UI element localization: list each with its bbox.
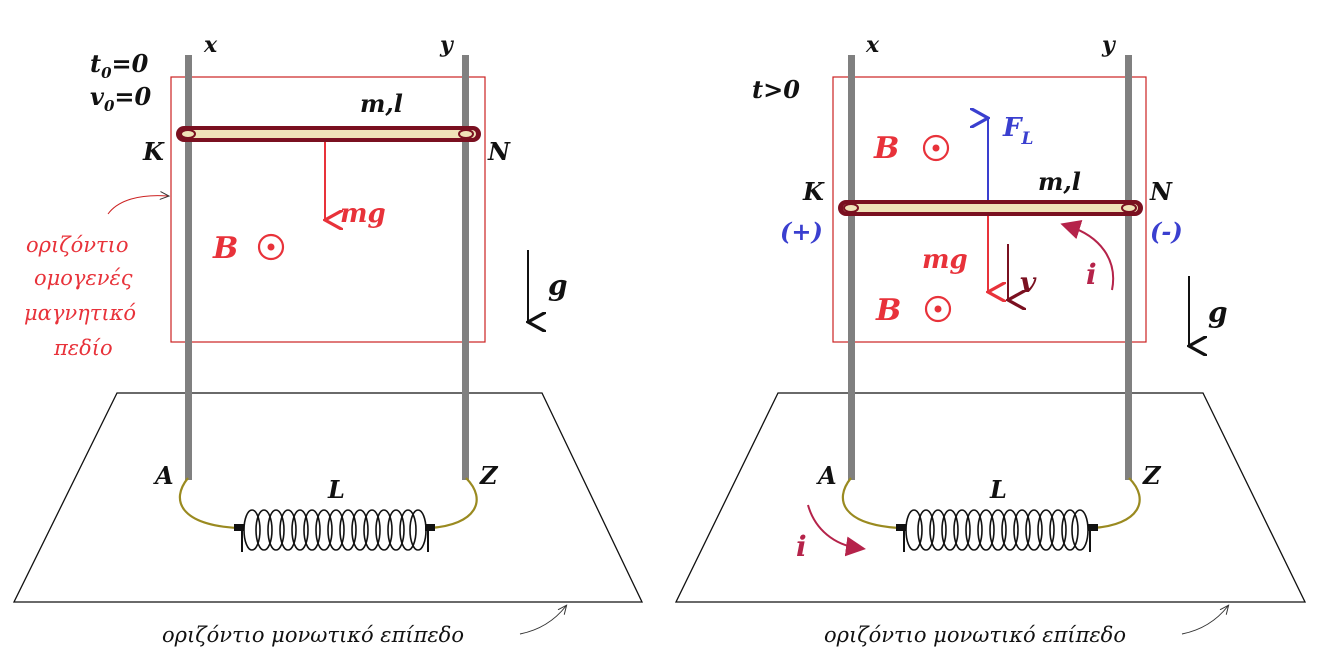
plane-note: οριζόντιο μονωτικό επίπεδο bbox=[824, 623, 1126, 647]
left-diagram: x y t0=0 v0=0 m,l K N mg B g A Z L οριζό… bbox=[12, 32, 644, 647]
label-B-bottom: B bbox=[875, 293, 901, 328]
label-B-top: B bbox=[873, 131, 899, 166]
label-K: K bbox=[142, 137, 165, 166]
label-y: y bbox=[439, 32, 455, 58]
label-g: g bbox=[548, 269, 568, 302]
label-y: y bbox=[1101, 32, 1117, 58]
rod-KN bbox=[838, 200, 1143, 216]
rail-y bbox=[1125, 55, 1132, 480]
rail-y bbox=[462, 55, 469, 480]
label-ml: m,l bbox=[360, 89, 403, 118]
label-K: K bbox=[802, 177, 825, 206]
label-g: g bbox=[1208, 296, 1228, 329]
insulating-plane bbox=[12, 392, 644, 603]
label-FL: FL bbox=[1002, 113, 1033, 149]
label-x: x bbox=[203, 32, 218, 58]
initial-velocity: v0=0 bbox=[90, 82, 152, 115]
lead-A bbox=[841, 477, 901, 530]
label-Z: Z bbox=[1142, 461, 1162, 490]
label-ml: m,l bbox=[1038, 167, 1081, 196]
label-mg: mg bbox=[340, 199, 386, 229]
label-x: x bbox=[865, 32, 880, 58]
rail-x bbox=[848, 55, 855, 480]
plane-note-pointer bbox=[1181, 606, 1228, 635]
field-note-pointer bbox=[107, 196, 168, 215]
label-A: A bbox=[153, 461, 174, 490]
lead-Z bbox=[1092, 477, 1141, 530]
b-field-out-symbol-2 bbox=[924, 295, 952, 323]
field-note-line-2: ομογενές bbox=[34, 266, 133, 290]
insulating-plane bbox=[674, 392, 1307, 603]
label-N: N bbox=[487, 137, 511, 166]
rod-KN bbox=[176, 126, 481, 142]
current-arrow-rod bbox=[1060, 220, 1115, 291]
time-label: t>0 bbox=[752, 75, 800, 104]
inductor-coil bbox=[234, 509, 435, 552]
field-note-line-4: πεδίο bbox=[53, 336, 113, 360]
label-i-lead: i bbox=[796, 530, 807, 563]
magnetic-field-region bbox=[170, 76, 486, 343]
rail-x bbox=[185, 55, 192, 480]
magnetic-field-region bbox=[832, 76, 1147, 343]
b-field-out-symbol-1 bbox=[922, 134, 950, 162]
label-mg: mg bbox=[922, 245, 968, 275]
label-i-rod: i bbox=[1086, 258, 1097, 291]
label-v: v bbox=[1020, 266, 1037, 299]
label-minus: (-) bbox=[1150, 217, 1183, 246]
label-L: L bbox=[989, 475, 1007, 504]
inductor-coil bbox=[896, 509, 1098, 552]
field-note-line-3: μαγνητικό bbox=[24, 301, 136, 325]
plane-note-pointer bbox=[519, 606, 566, 635]
initial-time: t0=0 bbox=[90, 49, 149, 82]
label-L: L bbox=[327, 475, 345, 504]
label-B: B bbox=[212, 231, 238, 266]
right-diagram: x y t>0 FL B B K N m,l (+) (-) mg v i g … bbox=[674, 32, 1307, 647]
label-N: N bbox=[1149, 177, 1173, 206]
label-A: A bbox=[816, 461, 837, 490]
plane-note: οριζόντιο μονωτικό επίπεδο bbox=[162, 623, 464, 647]
field-note-line-1: οριζόντιο bbox=[26, 233, 129, 257]
lead-Z bbox=[429, 477, 478, 530]
label-plus: (+) bbox=[780, 217, 823, 246]
current-arrow-lead bbox=[807, 504, 866, 557]
label-Z: Z bbox=[479, 461, 499, 490]
b-field-out-symbol bbox=[257, 233, 285, 261]
lead-A bbox=[178, 477, 239, 530]
